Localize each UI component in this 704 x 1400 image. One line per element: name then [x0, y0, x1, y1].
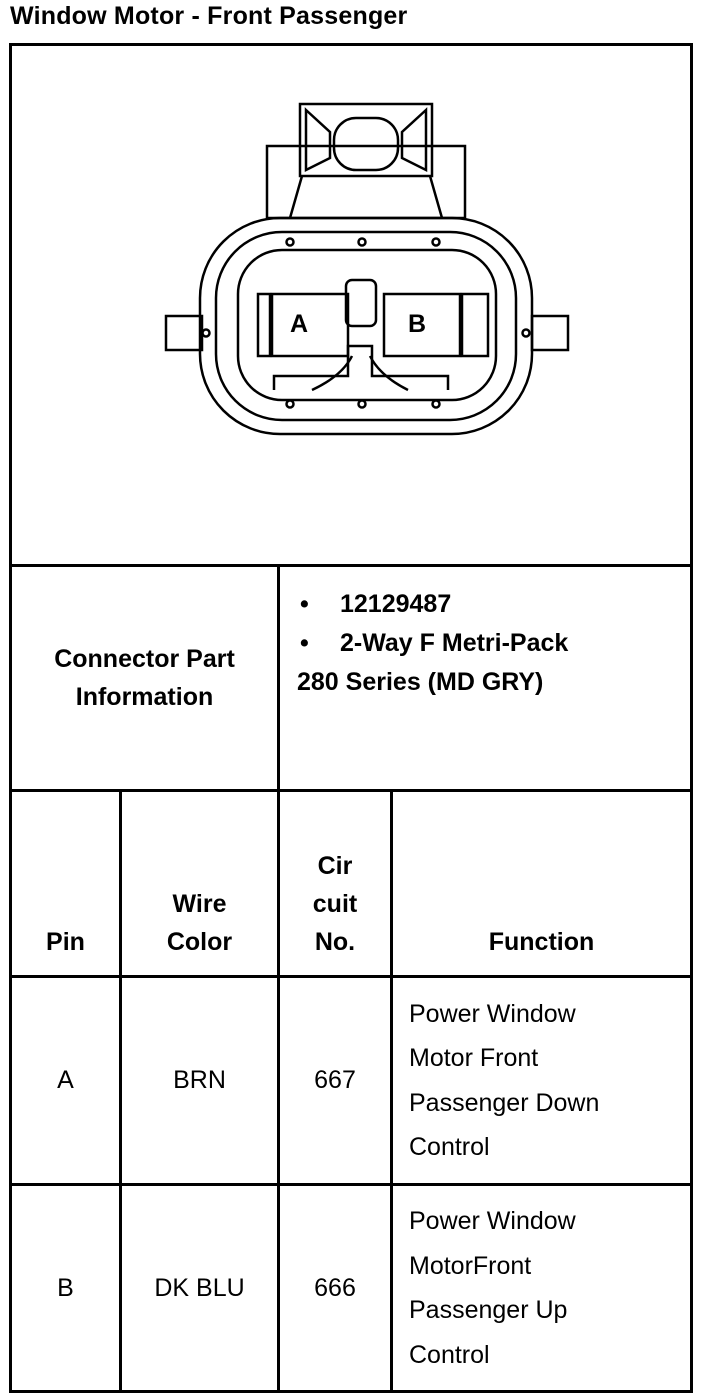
side-slot-left [256, 292, 272, 358]
header-wire-color-line1: Wire [172, 890, 227, 918]
pin-b-label: B [408, 310, 427, 338]
connector-info-label-cell: Connector Part Information [12, 567, 277, 789]
row-a-circuit: 667 [314, 1066, 356, 1094]
row-b-circuit-cell: 666 [280, 1186, 390, 1390]
row-b-function-line: MotorFront [409, 1251, 532, 1280]
row-a-function-cell: Power Window Motor Front Passenger Down … [409, 978, 690, 1183]
connector-drawing [164, 102, 570, 436]
latch-slot [332, 116, 400, 172]
column-divider-2 [277, 564, 280, 1393]
header-pin-cell: Pin [12, 792, 119, 975]
side-tab-left [164, 314, 204, 352]
header-circuit-line2: cuit [312, 890, 358, 918]
center-key [344, 278, 378, 328]
page-title: Window Motor - Front Passenger [10, 2, 408, 30]
divider-header [9, 975, 693, 978]
row-a-function-line: Motor Front [409, 1044, 539, 1072]
latch-wedge-left [304, 107, 332, 173]
row-b-wire-color: DK BLU [154, 1273, 245, 1302]
side-tab-right [530, 314, 570, 352]
connector-type: 2-Way F Metri-Pack [340, 629, 569, 657]
dot [431, 237, 441, 247]
column-divider-1 [119, 789, 122, 1393]
connector-diagram: A B [12, 46, 690, 566]
latch-sides [288, 175, 444, 219]
dot [521, 328, 531, 338]
bullet: • [300, 629, 309, 657]
row-b-pin: B [57, 1273, 74, 1302]
header-wire-color-cell: Wire Color [122, 792, 277, 975]
table-row: B [12, 1186, 119, 1390]
header-function: Function [488, 928, 595, 956]
header-circuit-line3: No. [314, 928, 356, 956]
header-pin: Pin [46, 928, 85, 956]
divider-row [9, 1183, 693, 1186]
connector-body-inner [236, 248, 498, 402]
dot [357, 399, 367, 409]
connector-body-outer [198, 216, 534, 436]
row-a-pin: A [57, 1066, 74, 1094]
header-function-cell: Function [393, 792, 690, 975]
row-b-function-cell: Power Window MotorFront Passenger Up Con… [409, 1186, 690, 1390]
bullet: • [300, 590, 309, 618]
cavity-b [382, 292, 462, 358]
row-b-function-line: Power Window [409, 1207, 576, 1235]
row-a-function-line: Control [409, 1133, 490, 1161]
dot [431, 399, 441, 409]
header-wire-color-line2: Color [166, 928, 233, 956]
connector-body-mid [214, 230, 518, 422]
row-a-wire-color-cell: BRN [122, 978, 277, 1183]
dot [285, 399, 295, 409]
divider-diagram [9, 564, 693, 567]
bottom-key-profile [272, 344, 450, 390]
connector-info-list: • 12129487 • 2-Way F Metri-Pack 280 Seri… [297, 585, 689, 702]
row-a-function-line: Passenger Down [409, 1088, 600, 1117]
column-divider-3 [390, 789, 393, 1393]
row-a-circuit-cell: 667 [280, 978, 390, 1183]
connector-info-item: • 2-Way F Metri-Pack [297, 624, 689, 663]
header-circuit-line1: Cir [317, 852, 353, 880]
cavity-a [270, 292, 350, 358]
row-b-circuit: 666 [314, 1273, 356, 1302]
dot [285, 237, 295, 247]
divider-info [9, 789, 693, 792]
header-circuit-cell: Cir cuit No. [280, 792, 390, 975]
connector-info-label: Connector Part Information [54, 645, 235, 711]
row-b-function-line: Control [409, 1340, 490, 1369]
table-row: A [12, 978, 119, 1183]
part-number: 12129487 [340, 590, 452, 618]
latch-housing [265, 144, 467, 220]
header-circuit: Cir cuit No. [313, 847, 357, 961]
dot [201, 328, 211, 338]
connector-series: 280 Series (MD GRY) [297, 668, 544, 696]
latch-wedge-right [400, 107, 428, 173]
connector-table-frame [9, 43, 693, 1393]
header-wire-color: Wire Color [167, 885, 232, 961]
dot [357, 237, 367, 247]
bottom-key-curves [311, 355, 409, 392]
row-b-wire-color-cell: DK BLU [122, 1186, 277, 1390]
latch-tab [298, 102, 434, 178]
row-a-wire-color: BRN [173, 1066, 226, 1094]
pin-a-label: A [290, 310, 309, 338]
row-b-function-line: Passenger Up [409, 1296, 568, 1324]
side-slot-right [460, 292, 490, 358]
row-a-function-line: Power Window [409, 999, 576, 1028]
connector-info-item: • 12129487 [297, 585, 689, 624]
